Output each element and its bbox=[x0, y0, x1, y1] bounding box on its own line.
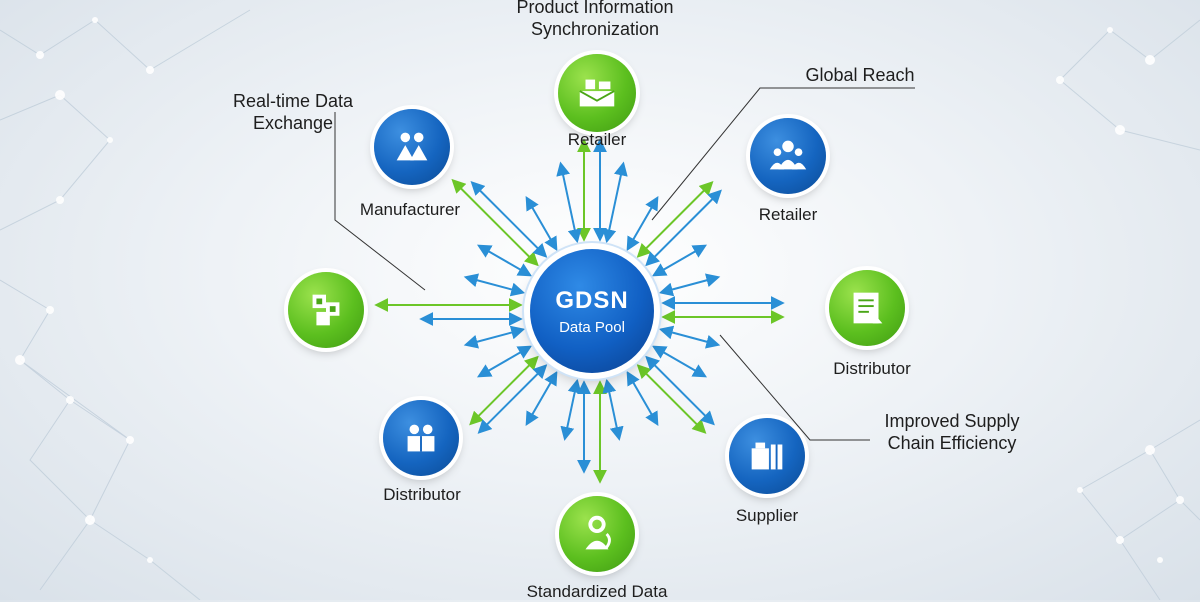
node-manufacturer[interactable] bbox=[374, 109, 450, 185]
documents-icon bbox=[312, 294, 340, 326]
connection-arrow bbox=[477, 364, 548, 434]
connection-arrow bbox=[636, 181, 714, 258]
callout-leaders bbox=[334, 87, 915, 441]
connection-arrow bbox=[525, 195, 558, 252]
connection-arrow bbox=[556, 161, 582, 244]
connection-arrow bbox=[525, 370, 558, 427]
connection-arrow bbox=[451, 178, 539, 267]
label-standardized-data: Standardized Data bbox=[526, 582, 668, 601]
connection-arrow bbox=[651, 345, 708, 378]
node-documents[interactable] bbox=[288, 272, 364, 348]
node-standardized-data[interactable] bbox=[559, 496, 635, 572]
connection-arrow bbox=[602, 161, 628, 244]
connection-arrow bbox=[560, 378, 582, 441]
connection-arrow bbox=[651, 244, 708, 277]
connection-arrow bbox=[469, 355, 539, 426]
connection-arrow bbox=[645, 189, 722, 267]
label-supplier: Supplier bbox=[735, 506, 799, 525]
connection-arrow bbox=[602, 378, 624, 441]
node-distributor-left[interactable] bbox=[383, 400, 459, 476]
connection-arrow bbox=[470, 181, 548, 258]
connection-arrow bbox=[658, 325, 721, 349]
callout-supply-chain: Improved Supply Chain Efficiency bbox=[884, 411, 1020, 453]
connection-arrow bbox=[658, 273, 721, 297]
label-retailer-right: Retailer bbox=[758, 205, 818, 224]
callout-product-information: Product Information Synchronization bbox=[516, 0, 674, 39]
boxes-icon bbox=[751, 442, 783, 470]
node-distributor-right[interactable] bbox=[829, 270, 905, 346]
label-retailer-top: Retailer bbox=[567, 130, 627, 149]
label-manufacturer: Manufacturer bbox=[359, 200, 461, 219]
connection-arrow bbox=[626, 370, 659, 427]
team-icon bbox=[407, 424, 435, 452]
shopping-boxes-icon bbox=[579, 79, 615, 107]
node-supplier[interactable] bbox=[729, 418, 805, 494]
node-retailer-top[interactable] bbox=[558, 54, 636, 132]
connection-arrow bbox=[645, 355, 715, 426]
clipboard-icon bbox=[853, 292, 883, 324]
connection-arrow bbox=[476, 244, 533, 277]
callout-realtime-data: Real-time Data Exchange bbox=[232, 91, 354, 133]
connection-arrow bbox=[463, 325, 526, 349]
callout-global-reach: Global Reach bbox=[805, 65, 915, 85]
team-icon bbox=[396, 132, 428, 161]
person-pin-icon bbox=[585, 515, 611, 550]
hub-subtitle: Data Pool bbox=[559, 318, 625, 336]
label-distributor-right: Distributor bbox=[833, 359, 911, 378]
label-distributor-left: Distributor bbox=[383, 485, 461, 504]
gdsn-data-pool-hub[interactable]: GDSN Data Pool bbox=[530, 249, 654, 373]
people-icon bbox=[769, 140, 807, 170]
hub-title: GDSN bbox=[555, 286, 629, 314]
connection-arrow bbox=[636, 364, 707, 434]
node-retailer-right[interactable] bbox=[750, 118, 826, 194]
connection-arrow bbox=[476, 345, 533, 378]
connection-arrow bbox=[463, 273, 526, 297]
connection-arrow bbox=[626, 195, 659, 252]
